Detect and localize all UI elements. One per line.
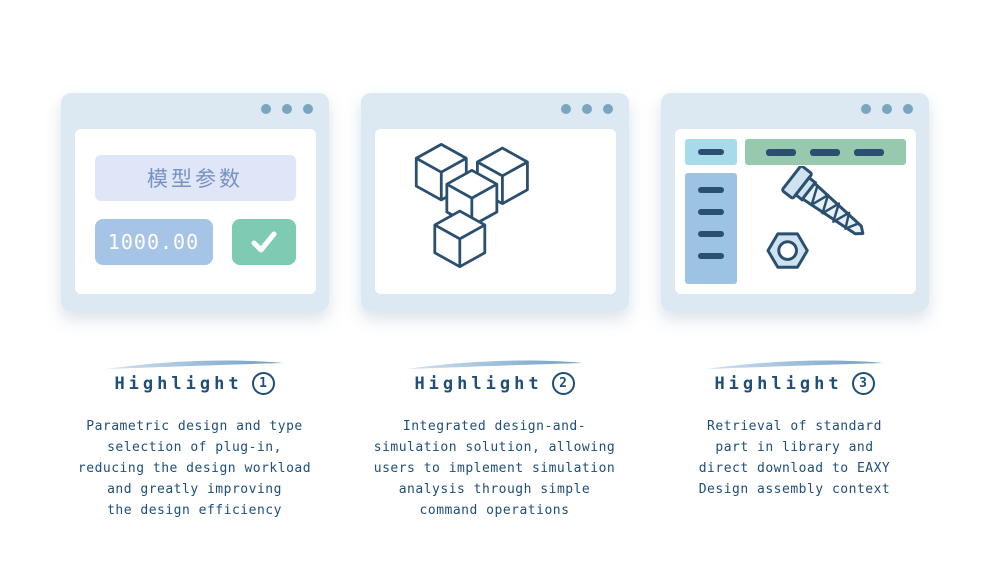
window-dot-icon	[881, 104, 892, 114]
heading-flourish	[706, 360, 883, 369]
heading-label: Highlight	[414, 373, 543, 394]
window-dot-icon	[581, 104, 592, 114]
bolt-and-nut-illustration	[766, 165, 865, 269]
mock-sidebar-header	[684, 139, 737, 165]
mock-canvas	[745, 165, 906, 284]
heading-label: Highlight	[714, 373, 843, 394]
list-dash-icon	[697, 231, 724, 237]
window-dot-icon	[902, 104, 913, 114]
menu-dash-icon	[854, 148, 884, 156]
window-controls	[260, 104, 313, 114]
menu-dash-icon	[766, 148, 796, 156]
mock-window-library	[660, 93, 929, 311]
window-dot-icon	[602, 104, 613, 114]
mock-window-parameters: 模型参数 1000.00	[60, 93, 329, 311]
heading-flourish	[106, 360, 283, 369]
mock-sidebar-list	[684, 173, 737, 284]
check-icon	[251, 231, 276, 253]
list-dash-icon	[697, 253, 724, 259]
mock-menubar	[744, 139, 906, 165]
param-label: 模型参数	[94, 155, 296, 201]
badge-circled-number: 1	[251, 372, 275, 395]
highlight-column-2: Highlight 2 Integrated design-and- simul…	[360, 93, 629, 578]
menu-dash-icon	[810, 148, 840, 156]
heading-flourish	[406, 360, 583, 369]
param-value-field: 1000.00	[94, 219, 213, 265]
badge-circled-number: 2	[551, 372, 575, 395]
list-dash-icon	[697, 209, 724, 215]
highlight-column-3: Highlight 3 Retrieval of standard part i…	[660, 93, 929, 578]
list-dash-icon	[697, 187, 724, 193]
highlight-description-1: Parametric design and type selection of …	[77, 419, 312, 518]
window-dot-icon	[560, 104, 571, 114]
menu-dash-icon	[697, 149, 724, 155]
highlight-column-1: 模型参数 1000.00 Highlight 1 Param	[60, 93, 329, 578]
mock-window-content	[374, 129, 616, 294]
mock-main-area	[744, 139, 906, 284]
window-controls	[860, 104, 913, 114]
badge-circled-number: 3	[851, 372, 875, 395]
highlight-heading-1: Highlight 1	[114, 372, 275, 395]
window-dot-icon	[860, 104, 871, 114]
mock-sidebar	[684, 139, 737, 284]
mock-window-content	[674, 129, 916, 294]
window-dot-icon	[302, 104, 313, 114]
cubes-illustration	[414, 142, 529, 268]
highlight-description-2: Integrated design-and- simulation soluti…	[373, 419, 616, 518]
window-dot-icon	[281, 104, 292, 114]
highlight-description-3: Retrieval of standard part in library an…	[698, 419, 891, 497]
highlight-heading-3: Highlight 3	[714, 372, 875, 395]
heading-label: Highlight	[114, 373, 243, 394]
mock-window-simulation	[360, 93, 629, 311]
mock-window-content: 模型参数 1000.00	[74, 129, 316, 294]
confirm-button	[231, 219, 296, 265]
window-controls	[560, 104, 613, 114]
window-dot-icon	[260, 104, 271, 114]
highlight-heading-2: Highlight 2	[414, 372, 575, 395]
param-value-row: 1000.00	[94, 219, 296, 265]
